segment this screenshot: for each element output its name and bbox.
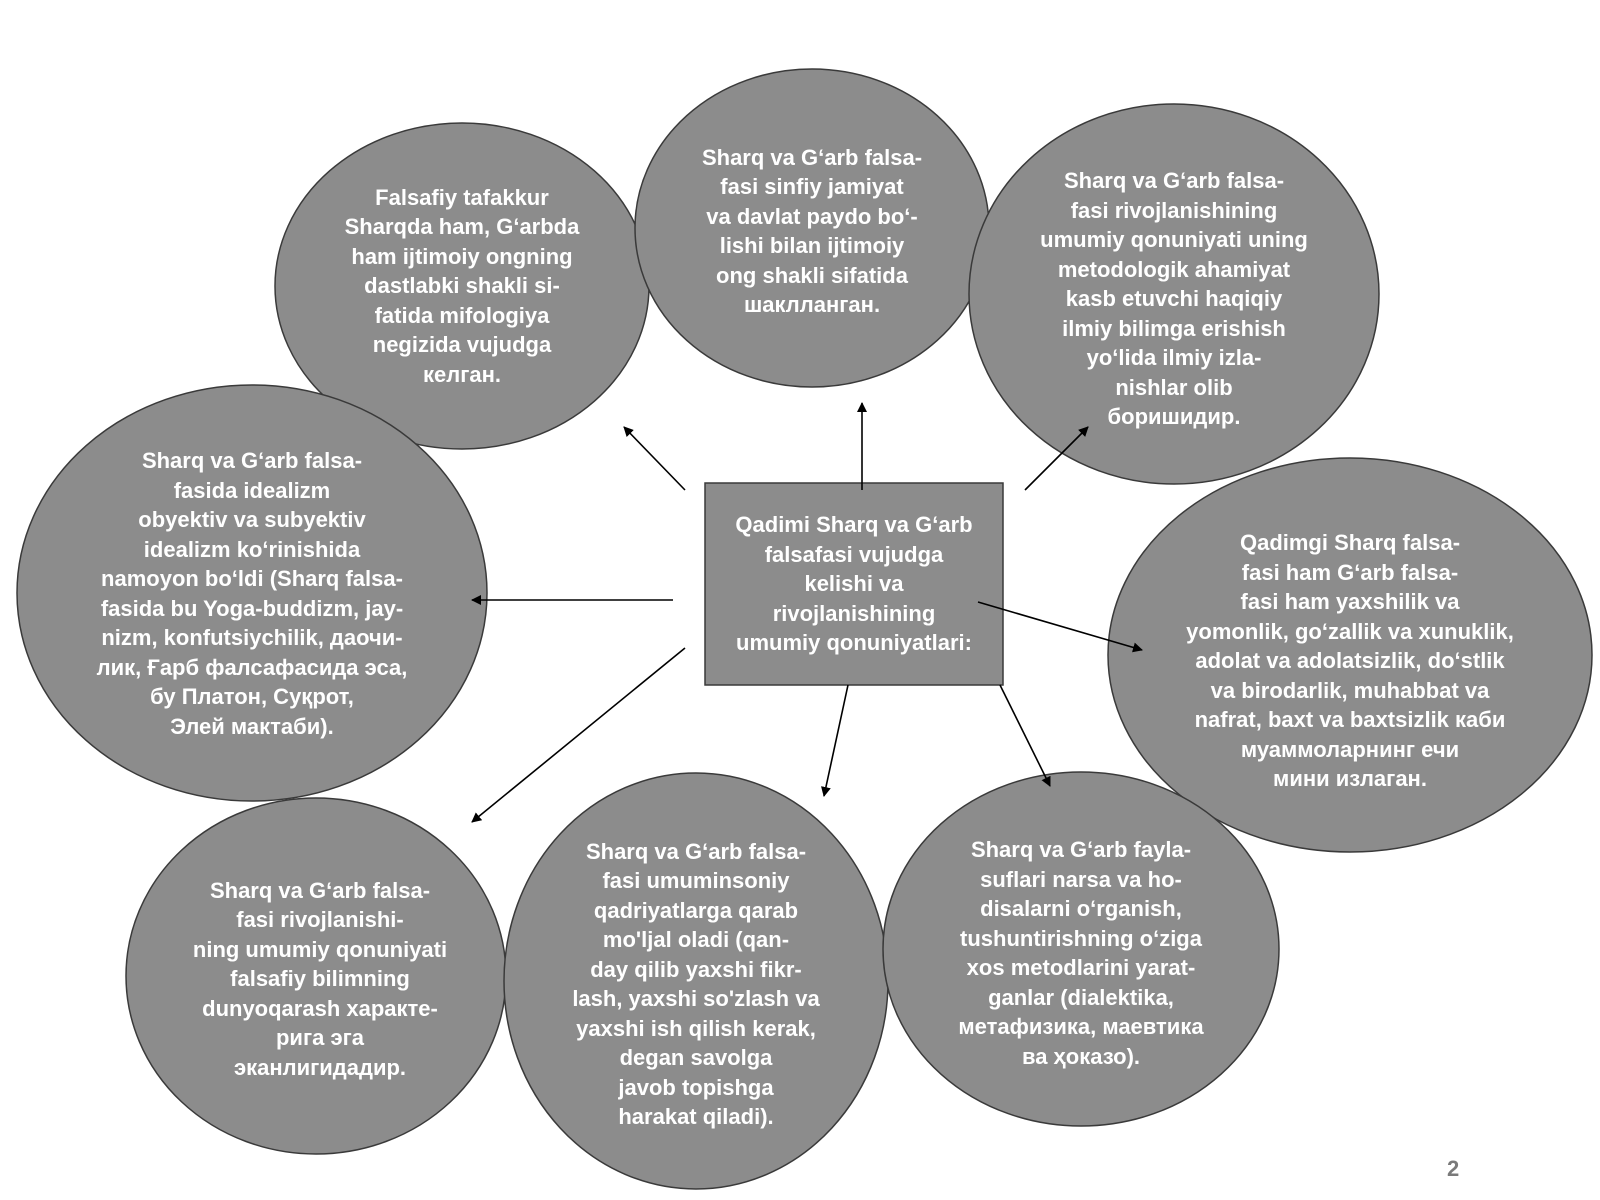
node-shape-top-right (968, 103, 1380, 485)
node-right: Qadimgi Sharq falsa- fasi ham G‘arb fals… (1140, 510, 1560, 812)
node-bottom-left-text: Sharq va G‘arb falsa- fasi rivojlanishi-… (192, 877, 448, 1080)
node-top-center-text: Sharq va G‘arb falsa- fasi sinfiy jamiya… (701, 144, 923, 318)
arrow-to-bottom-center (821, 684, 849, 797)
arrow-to-right (977, 601, 1143, 653)
node-top-center: Sharq va G‘arb falsa- fasi sinfiy jamiya… (652, 120, 972, 342)
node-bottom-right: Sharq va G‘arb fayla- suflari narsa va h… (921, 822, 1241, 1084)
center-box-text: Qadimi Sharq va G‘arb falsafasi vujudga … (735, 512, 973, 656)
arrow-to-top-right (1024, 426, 1089, 491)
node-bottom-left: Sharq va G‘arb falsa- fasi rivojlanishi-… (160, 858, 480, 1100)
arrow-to-bottom-left (471, 647, 686, 823)
node-shape-left (16, 384, 488, 802)
node-right-text: Qadimgi Sharq falsa- fasi ham G‘arb fals… (1186, 530, 1514, 792)
node-top-left-text: Falsafiy tafakkur Sharqda ham, G‘arbda h… (344, 184, 580, 387)
node-left: Sharq va G‘arb falsa- fasida idealizm ob… (52, 430, 452, 757)
connector-arrows (471, 402, 1143, 823)
page-number: 2 (1447, 1156, 1460, 1181)
node-bottom-right-text: Sharq va G‘arb fayla- suflari narsa va h… (958, 837, 1204, 1069)
node-shape-right (1107, 457, 1593, 853)
node-shape-bottom-right (882, 771, 1280, 1127)
node-left-text: Sharq va G‘arb falsa- fasida idealizm ob… (96, 448, 408, 739)
node-top-right: Sharq va G‘arb falsa- fasi rivojlanishin… (994, 150, 1354, 448)
center-box-shape (704, 482, 1004, 686)
node-bottom-center: Sharq va G‘arb falsa- fasi umuminsoniy q… (536, 823, 856, 1145)
node-top-left: Falsafiy tafakkur Sharqda ham, G‘arbda h… (302, 150, 622, 422)
arrow-to-top-left (623, 426, 686, 491)
node-top-right-text: Sharq va G‘arb falsa- fasi rivojlanishin… (1040, 168, 1308, 430)
arrow-to-bottom-right (999, 684, 1051, 787)
center-box: Qadimi Sharq va G‘arb falsafasi vujudga … (705, 483, 1003, 685)
node-bottom-center-text: Sharq va G‘arb falsa- fasi umuminsoniy q… (572, 838, 820, 1130)
